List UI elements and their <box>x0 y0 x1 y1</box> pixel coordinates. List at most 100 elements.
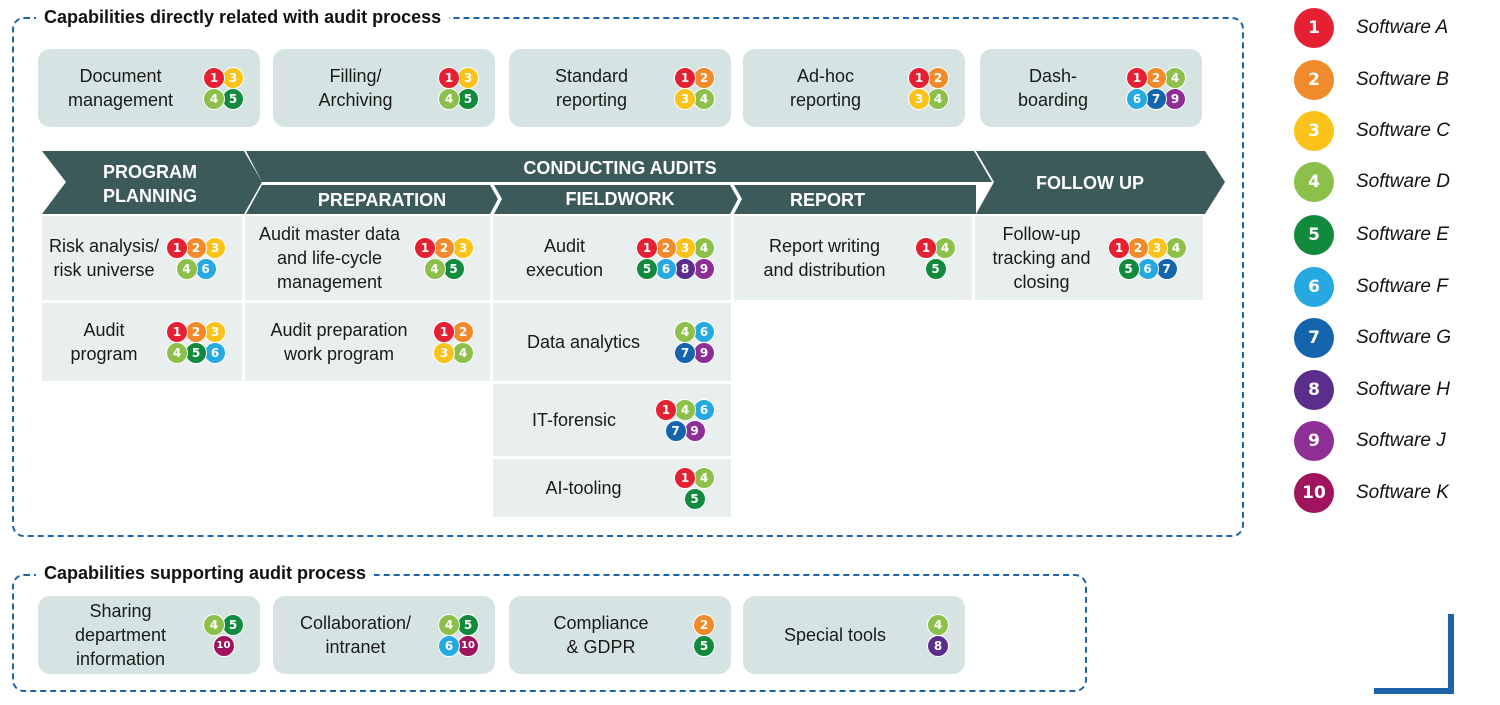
legend-item: 4 Software D <box>1294 162 1450 202</box>
cell-label: Follow-up tracking and closing <box>992 224 1091 292</box>
legend-item: 2 Software B <box>1294 60 1449 100</box>
phase-conducting-audits: CONDUCTING AUDITS <box>523 158 717 178</box>
legend-label: Software H <box>1356 379 1450 400</box>
legend-label: Software D <box>1356 171 1450 192</box>
software-5-badge: 5 <box>636 257 658 280</box>
legend-item: 5 Software E <box>1294 215 1449 255</box>
legend-label: Software K <box>1356 482 1449 503</box>
conducting-audits-arrow <box>246 151 992 182</box>
software-5-badge: 5 <box>683 487 706 510</box>
software-2-badge: 2 <box>655 236 677 259</box>
software-1-badge: 1 <box>438 66 460 89</box>
software-5-badge: 5 <box>442 257 465 280</box>
software-4-badge: 4 <box>166 341 188 364</box>
software-6-badge: 6 <box>693 320 715 343</box>
software-1-badge: 1 <box>414 236 436 259</box>
phase-fieldwork: FIELDWORK <box>565 189 675 209</box>
legend-item: 7 Software G <box>1294 318 1451 358</box>
software-8-badge: 8 <box>674 257 696 280</box>
legend-label: Software C <box>1356 120 1450 141</box>
preparation-arrow <box>246 185 498 214</box>
software-5-badge: 5 <box>924 257 947 280</box>
software-number-icon: 8 <box>1294 370 1334 410</box>
direct-section-title: Capabilities directly related with audit… <box>36 7 450 28</box>
software-4-badge: 4 <box>1164 66 1186 89</box>
software-5-badge: 5 <box>1117 257 1140 280</box>
software-6-badge: 6 <box>693 398 715 421</box>
software-10-badge: 10 <box>457 634 479 657</box>
software-number-icon: 4 <box>1294 162 1334 202</box>
legend-item: 1 Software A <box>1294 8 1448 48</box>
software-6-badge: 6 <box>655 257 677 280</box>
cell-label: IT-forensic <box>531 410 617 430</box>
software-4-badge: 4 <box>438 613 460 636</box>
software-3-badge: 3 <box>908 87 930 110</box>
software-9-badge: 9 <box>683 419 706 442</box>
software-5-badge: 5 <box>222 87 244 110</box>
software-number-icon: 7 <box>1294 318 1334 358</box>
software-number-icon: 1 <box>1294 8 1334 48</box>
software-2-badge: 2 <box>927 66 949 89</box>
follow-up-arrow <box>976 151 1225 214</box>
software-1-badge: 1 <box>674 66 696 89</box>
software-6-badge: 6 <box>438 634 460 657</box>
software-7-badge: 7 <box>664 419 687 442</box>
software-6-badge: 6 <box>194 257 217 280</box>
legend-item: 6 Software F <box>1294 267 1448 307</box>
software-number-icon: 3 <box>1294 111 1334 151</box>
software-4-badge: 4 <box>693 236 715 259</box>
card-label: Standard reporting <box>554 66 629 110</box>
software-3-badge: 3 <box>1146 236 1168 259</box>
phase-follow-up: FOLLOW UP <box>1036 173 1144 193</box>
software-4-badge: 4 <box>674 398 696 421</box>
software-4-badge: 4 <box>1165 236 1187 259</box>
software-2-badge: 2 <box>1145 66 1167 89</box>
legend-item: 3 Software C <box>1294 111 1450 151</box>
software-1-badge: 1 <box>166 320 188 343</box>
supporting-section-title: Capabilities supporting audit process <box>36 563 375 584</box>
card-label: Filling/ Archiving <box>318 66 393 110</box>
corner-bracket-decoration <box>1374 614 1454 694</box>
software-6-badge: 6 <box>204 341 226 364</box>
card-label: Dash- boarding <box>1017 66 1089 110</box>
phase-report: REPORT <box>789 190 865 210</box>
software-number-icon: 10 <box>1294 473 1334 513</box>
software-1-badge: 1 <box>166 236 188 259</box>
software-4-badge: 4 <box>927 87 949 110</box>
software-4-badge: 4 <box>927 613 949 636</box>
software-number-icon: 6 <box>1294 267 1334 307</box>
software-1-badge: 1 <box>908 66 930 89</box>
cell-label: Report writing and distribution <box>763 236 886 280</box>
software-3-badge: 3 <box>674 236 696 259</box>
software-6-badge: 6 <box>1126 87 1148 110</box>
cell-label: Audit program <box>70 320 138 364</box>
software-9-badge: 9 <box>693 257 715 280</box>
report-arrow <box>734 185 976 214</box>
software-1-badge: 1 <box>1108 236 1130 259</box>
software-3-badge: 3 <box>452 236 474 259</box>
software-3-badge: 3 <box>222 66 244 89</box>
